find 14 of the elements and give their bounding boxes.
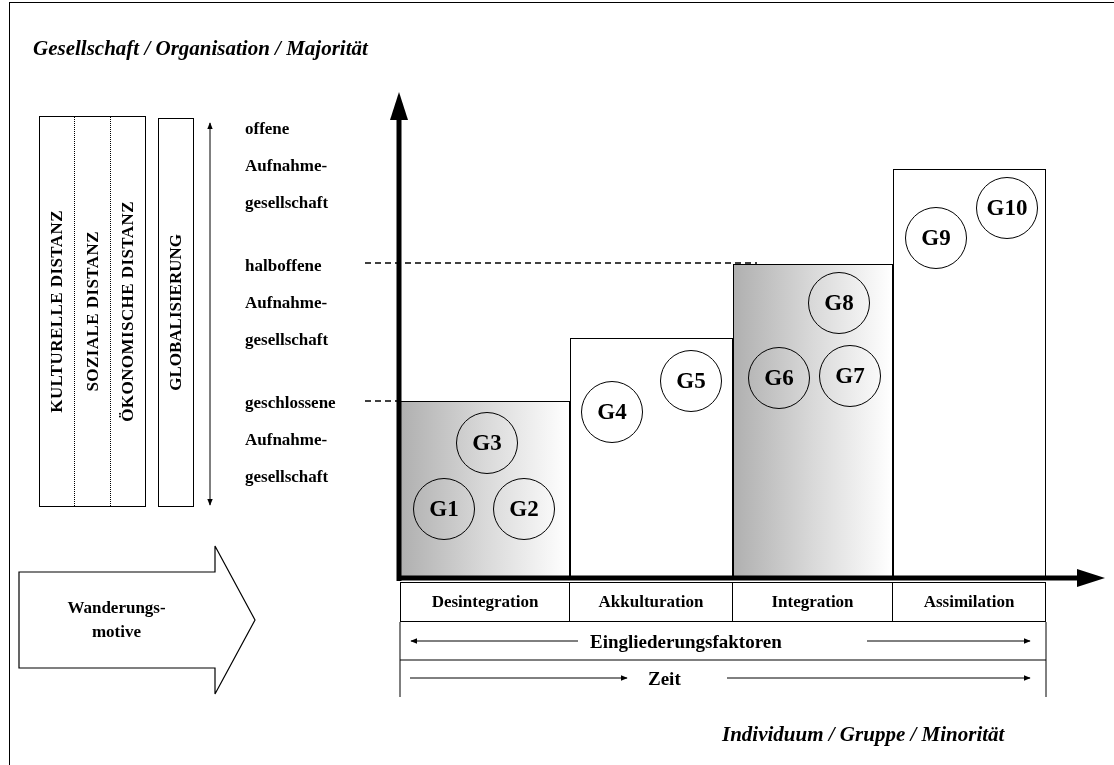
stage-bar — [893, 169, 1046, 578]
distance-label: KULTURELLE DISTANZ — [46, 210, 68, 413]
table-cell: Integration — [733, 582, 893, 622]
distance-label: SOZIALE DISTANZ — [81, 231, 103, 392]
table-cell: Desintegration — [400, 582, 570, 622]
stage-bar — [733, 264, 893, 578]
stage-bar — [570, 338, 733, 578]
table-cell: Assimilation — [893, 582, 1046, 622]
distance-box — [39, 116, 146, 507]
globalization-box: GLOBALISIERUNG — [158, 118, 194, 507]
distance-label: ÖKONOMISCHE DISTANZ — [117, 201, 139, 422]
stage-bar — [400, 401, 570, 578]
table-cell: Akkulturation — [570, 582, 733, 622]
block-arrow: Wanderungs- motive — [18, 545, 256, 695]
